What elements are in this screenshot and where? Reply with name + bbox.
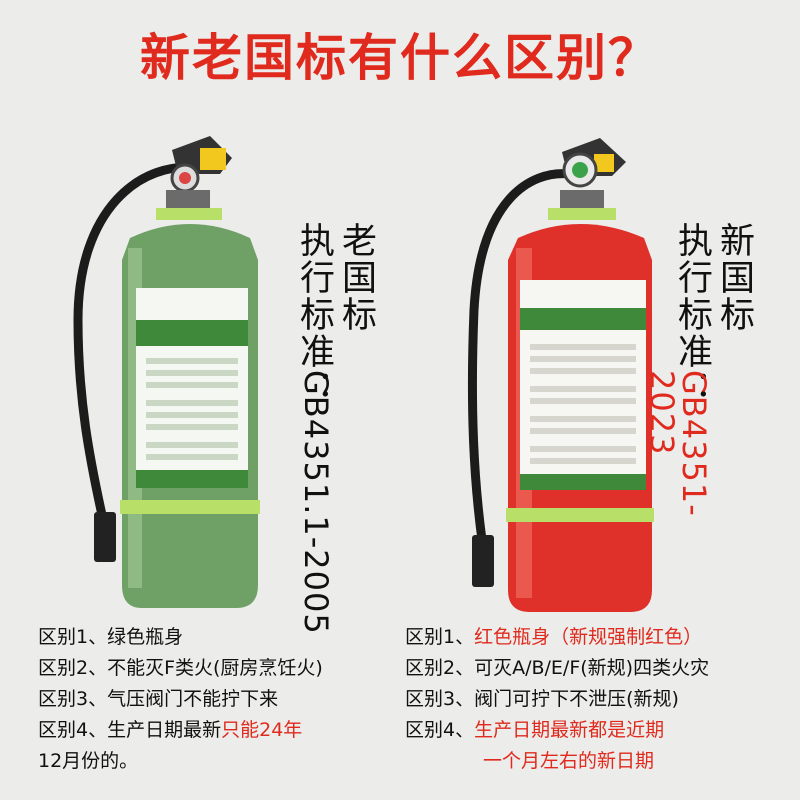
new-note-5: 一个月左右的新日期 bbox=[483, 750, 655, 772]
new-notes: 区别1、红色瓶身（新规强制红色） 区别2、可灭A/B/E/F(新规)四类火灾 区… bbox=[405, 622, 709, 777]
old-standard-label: 执行标准： bbox=[294, 222, 334, 407]
old-note-3: 区别3、气压阀门不能拧下来 bbox=[38, 688, 279, 710]
old-notes: 区别1、绿色瓶身 区别2、不能灭F类火(厨房烹饪火) 区别3、气压阀门不能拧下来… bbox=[38, 622, 323, 777]
old-note-5: 12月份的。 bbox=[38, 750, 139, 772]
new-label: 新国标 bbox=[714, 222, 754, 333]
new-note-2: 区别2、可灭A/B/E/F(新规)四类火灾 bbox=[405, 657, 710, 679]
old-note-4: 区别4、生产日期最新只能24年 bbox=[38, 719, 303, 741]
new-standard-code: GB4351-2023 bbox=[643, 370, 800, 517]
old-standard-value: GB4351.1-2005 bbox=[297, 370, 335, 635]
new-note-4: 区别4、生产日期最新都是近期 bbox=[405, 719, 665, 741]
new-note-1: 区别1、红色瓶身（新规强制红色） bbox=[405, 626, 703, 648]
old-standard-code: GB4351.1-2005 bbox=[297, 370, 565, 635]
new-extinguisher-image bbox=[467, 138, 654, 612]
old-extinguisher-image bbox=[73, 136, 260, 608]
new-standard-label: 执行标准： bbox=[672, 222, 712, 407]
old-note-2: 区别2、不能灭F类火(厨房烹饪火) bbox=[38, 657, 323, 679]
old-label: 老国标 bbox=[336, 222, 376, 333]
new-standard-value: GB4351-2023 bbox=[643, 370, 713, 517]
old-note-1: 区别1、绿色瓶身 bbox=[38, 626, 184, 648]
page-title: 新老国标有什么区别？ bbox=[140, 29, 660, 87]
new-note-3: 区别3、阀门可拧下不泄压(新规) bbox=[405, 688, 679, 710]
